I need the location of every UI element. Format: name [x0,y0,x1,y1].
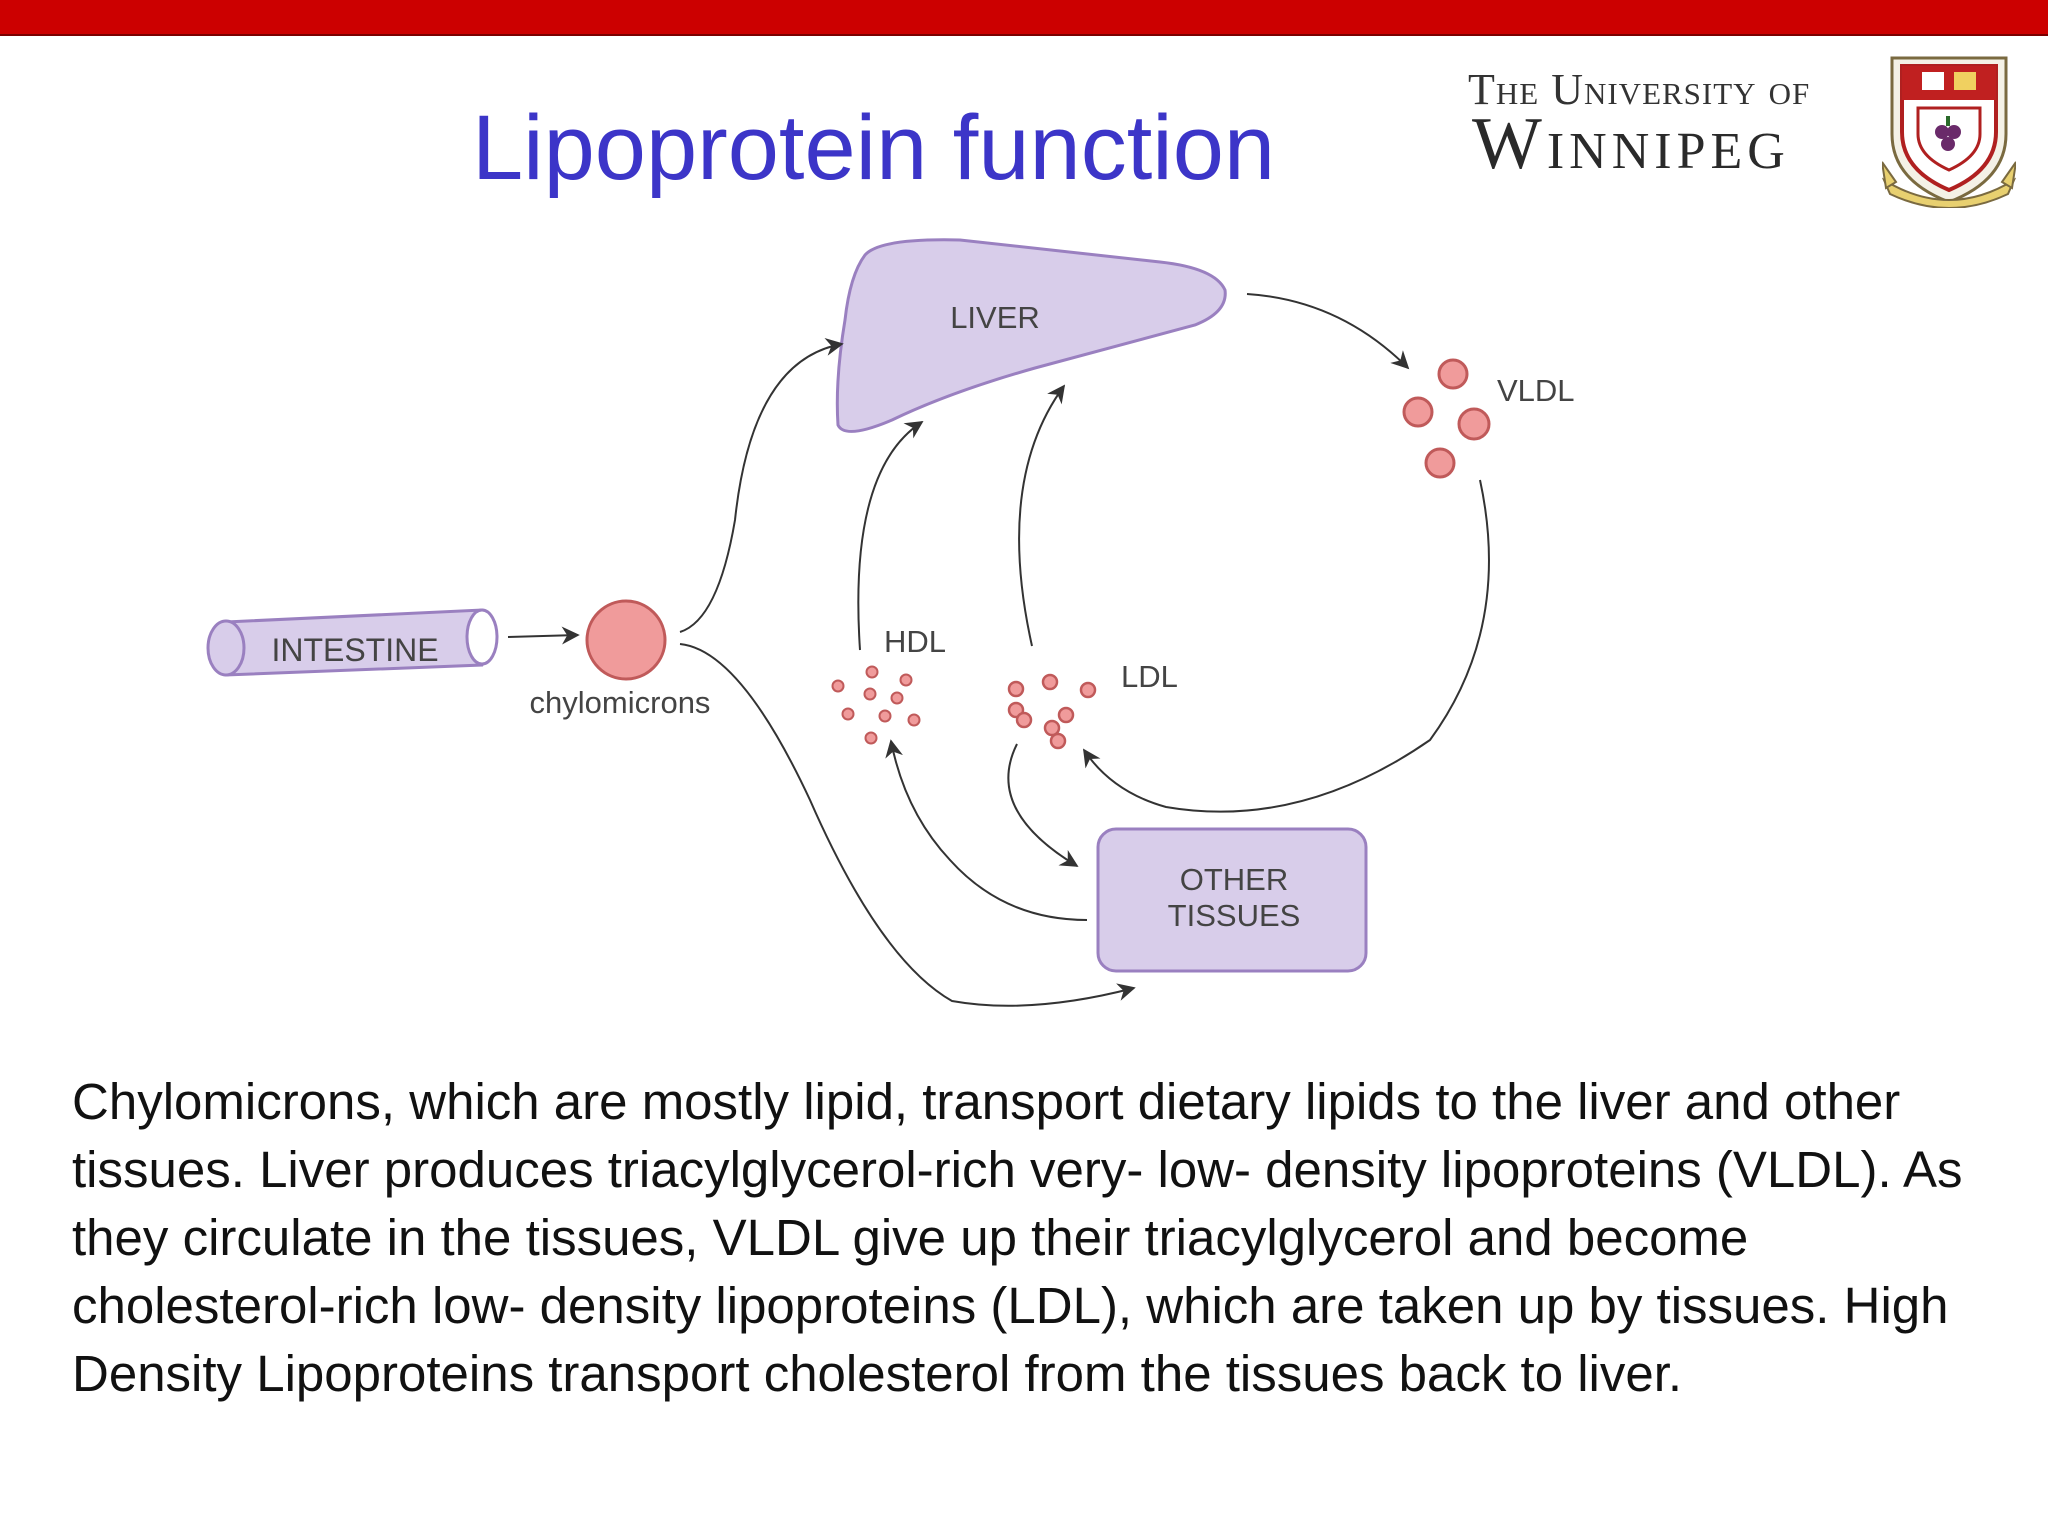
arrow-ldl-to-liver [1018,384,1066,647]
slide-title: Lipoprotein function [472,97,1276,199]
chylomicrons-label: chylomicrons [530,685,711,720]
hdl-label: HDL [884,624,946,659]
other-tissues-box: OTHER TISSUES [1096,827,1368,973]
liver-organ: LIVER [835,238,1227,433]
university-logo: The University of Winnipeg [1460,52,2040,212]
liver-label: LIVER [950,300,1040,335]
ldl-particles: LDL [1007,659,1178,750]
caption-paragraph: Chylomicrons, which are mostly lipid, tr… [72,1073,1963,1402]
arrow-chylomicrons-to-liver [679,337,844,633]
arrow-chylomicrons-to-other-tissues [679,643,1136,1007]
vldl-particles: VLDL [1402,358,1575,479]
chylomicron-particle: chylomicrons [530,599,711,720]
hdl-particles: HDL [831,624,946,745]
arrow-intestine-to-chylomicrons [507,626,580,645]
flow-arrows [507,293,1490,1007]
logo-text-line1: The University of [1468,65,1811,114]
ldl-label: LDL [1121,659,1178,694]
arrow-vldl-to-ldl [1083,479,1490,813]
arrow-hdl-to-liver [857,421,924,651]
lipoprotein-diagram: LIVER INTESTINE chylomicrons VLDL [206,238,1575,1007]
arrow-ldl-to-other-tissues [1007,743,1079,867]
intestine-organ: INTESTINE [206,608,499,677]
other-tissues-label-line2: TISSUES [1168,898,1301,933]
arrow-liver-to-vldl [1246,293,1410,370]
other-tissues-label-line1: OTHER [1180,862,1289,897]
arrow-other-tissues-to-hdl [885,739,1088,921]
logo-text-line2: Winnipeg [1472,103,1790,185]
header-bar [0,0,2048,36]
vldl-label: VLDL [1497,373,1575,408]
university-crest-icon [1882,56,2016,208]
intestine-label: INTESTINE [271,632,438,668]
